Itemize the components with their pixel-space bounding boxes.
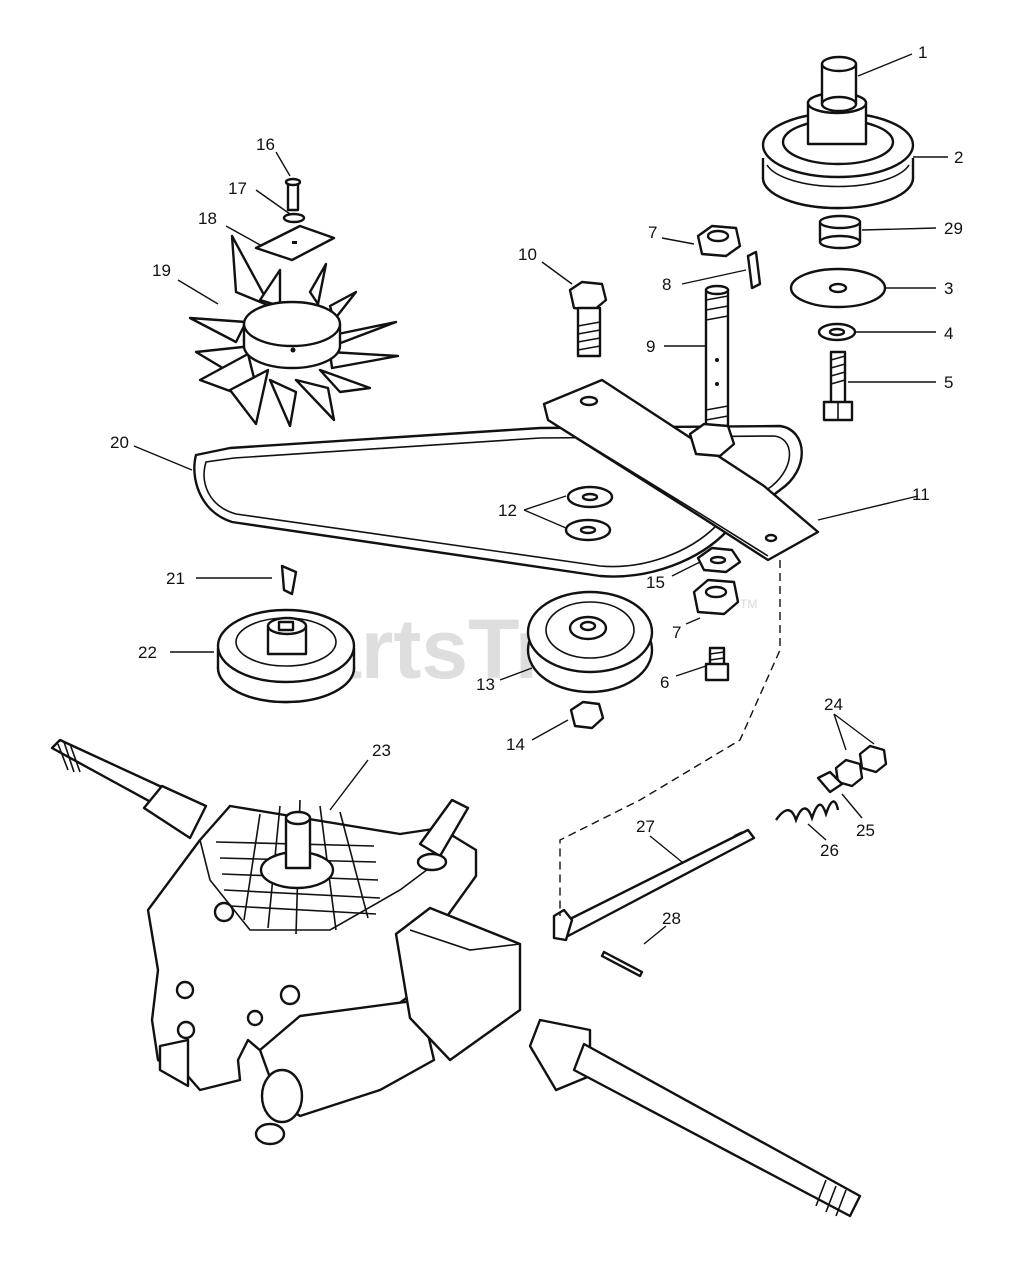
- callout-2: 2: [954, 148, 963, 167]
- callout-14: 14: [506, 735, 525, 754]
- callout-25: 25: [856, 821, 875, 840]
- callout-28: 28: [662, 909, 681, 928]
- callout-5: 5: [944, 373, 953, 392]
- part-7-nut-lower: [692, 578, 740, 616]
- part-3-washer: [789, 267, 887, 309]
- callout-3: 3: [944, 279, 953, 298]
- part-24-nuts: [834, 744, 888, 788]
- part-13-idler-pulley: [526, 590, 654, 694]
- part-27-control-rod: [552, 828, 756, 942]
- part-20-drive-belt: [193, 424, 803, 578]
- callout-20: 20: [110, 433, 129, 452]
- part-21-key: [280, 564, 298, 596]
- callout-8: 8: [662, 275, 671, 294]
- part-18-plate: [254, 224, 336, 262]
- part-23-transaxle: [50, 738, 862, 1218]
- part-16-screw: [284, 177, 302, 212]
- transaxle-fan: [215, 799, 381, 935]
- part-8-key: [746, 250, 762, 290]
- callout-9: 9: [646, 337, 655, 356]
- callout-15: 15: [646, 573, 665, 592]
- callout-27: 27: [636, 817, 655, 836]
- part-19-cooling-fan: [188, 234, 400, 428]
- part-11-idler-bracket: [542, 378, 820, 562]
- callout-18: 18: [198, 209, 217, 228]
- callout-6: 6: [660, 673, 669, 692]
- part-7-nut-top: [696, 224, 742, 258]
- callout-16: 16: [256, 135, 275, 154]
- callout-10: 10: [518, 245, 537, 264]
- part-4-lockwasher: [817, 322, 857, 342]
- callout-13: 13: [476, 675, 495, 694]
- part-29-bushing: [818, 214, 862, 250]
- part-28-cotter-pin: [600, 950, 644, 978]
- callout-21: 21: [166, 569, 185, 588]
- leader-lines: [133, 53, 948, 945]
- callout-26: 26: [820, 841, 839, 860]
- part-15-washer: [696, 546, 742, 574]
- part-1-spacer-tube: [820, 55, 858, 113]
- callout-1: 1: [918, 43, 927, 62]
- callout-24: 24: [824, 695, 843, 714]
- part-25-washer: [816, 770, 844, 794]
- callout-23: 23: [372, 741, 391, 760]
- part-6-stud: [704, 646, 730, 682]
- linkage-dash-line: [559, 560, 781, 916]
- part-17-washer: [282, 212, 306, 224]
- part-22-transmission-pulley: [216, 608, 356, 704]
- part-5-bolt: [822, 350, 854, 422]
- callout-labels: 1 2 3 4 5 6 7 7 8 9 10 11 12 13 14 15 16…: [110, 43, 963, 928]
- callout-22: 22: [138, 643, 157, 662]
- part-12-washers: [564, 485, 614, 542]
- callout-4: 4: [944, 324, 953, 343]
- part-2-engine-pulley: [761, 91, 915, 210]
- callout-11: 11: [912, 485, 930, 504]
- callout-29: 29: [944, 219, 963, 238]
- callout-7-top: 7: [648, 223, 657, 242]
- part-14-nut: [569, 700, 605, 730]
- part-26-spring: [775, 800, 840, 824]
- callout-17: 17: [228, 179, 247, 198]
- callout-7-lower: 7: [672, 623, 681, 642]
- callout-12: 12: [498, 501, 517, 520]
- part-9-idler-shaft: [704, 284, 730, 442]
- callout-19: 19: [152, 261, 171, 280]
- part-10-bolt: [568, 280, 608, 358]
- watermark-trademark: TM: [740, 597, 757, 611]
